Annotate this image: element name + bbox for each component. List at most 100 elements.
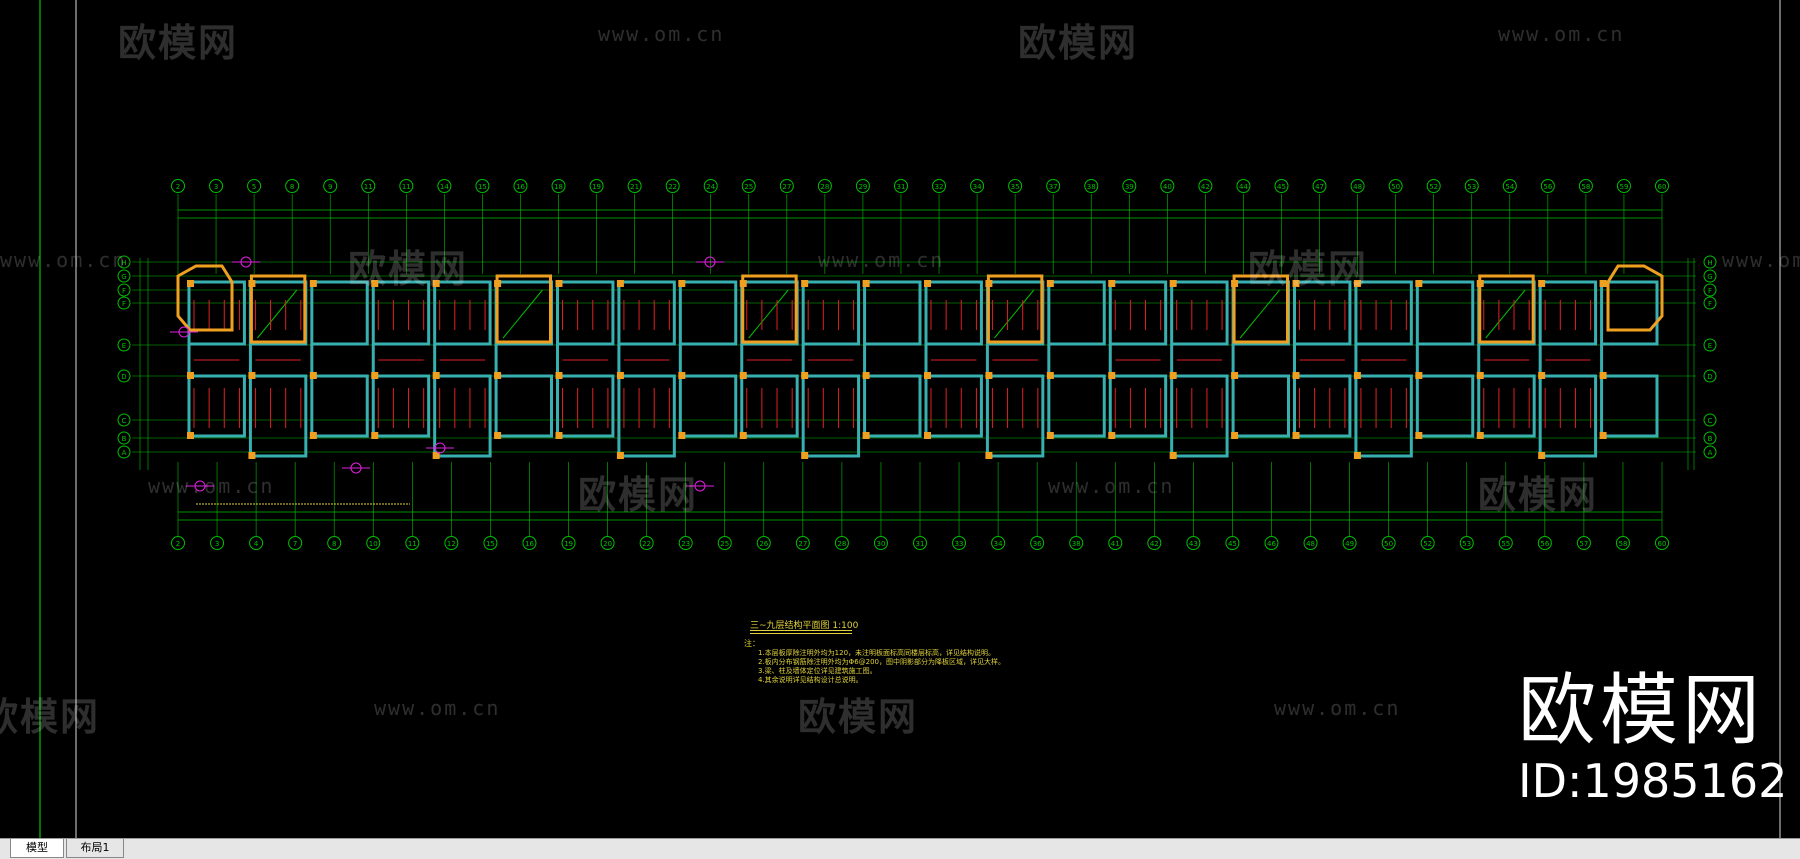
column [985, 372, 993, 379]
axis-label: 34 [973, 183, 982, 191]
tab-layout1[interactable]: 布局1 [66, 839, 124, 858]
column [1353, 280, 1361, 287]
axis-bubble [703, 179, 718, 193]
axis-bubble [1381, 536, 1396, 550]
axis-bubble [1225, 536, 1240, 550]
column [1046, 372, 1054, 379]
axis-label: 30 [876, 540, 885, 548]
stair-line [257, 289, 298, 339]
axis-bubble [483, 536, 498, 550]
axis-bubble [913, 536, 927, 550]
axis-bubble [1264, 536, 1279, 550]
wall-outline [1538, 374, 1598, 458]
wall-outline [1108, 374, 1168, 438]
axis-bubble [1198, 179, 1213, 193]
shear-wall [495, 274, 553, 344]
column [187, 372, 194, 379]
column [924, 432, 931, 439]
end-bay-outline [1606, 264, 1664, 332]
axis-label: 35 [1011, 183, 1020, 191]
axis-bubble [1459, 536, 1474, 550]
axis-label: D [1707, 373, 1712, 381]
axis-label: 5 [252, 183, 256, 191]
wall-outline [1354, 280, 1413, 346]
axis-label: 20 [603, 540, 612, 548]
end-bay-outline [176, 264, 234, 332]
axis-bubble [210, 536, 225, 550]
axis-bubble [1069, 536, 1084, 550]
axis-bubble [1274, 179, 1289, 193]
axis-bubble [437, 179, 452, 193]
axis-bubble [285, 179, 300, 193]
note-line: 3.梁、柱及墙体定位详见建筑施工图。 [758, 667, 877, 675]
axis-label: 52 [1429, 183, 1438, 191]
axis-label: 16 [516, 183, 525, 191]
column [432, 280, 440, 287]
axis-bubble [171, 536, 185, 550]
axis-bubble [171, 179, 185, 193]
axis-label: 33 [955, 540, 964, 548]
wall-outline [556, 374, 615, 438]
wall-outline [1600, 280, 1659, 346]
column [739, 372, 747, 379]
axis-bubble [117, 369, 131, 383]
axis-label: 57 [1579, 540, 1588, 548]
column [924, 372, 931, 379]
wall-outline [187, 280, 246, 346]
axis-bubble [1655, 179, 1669, 193]
column [862, 372, 870, 379]
axis-bubble [117, 413, 131, 427]
plan-title-underline [750, 633, 852, 634]
column [801, 372, 809, 379]
axis-label: 58 [1581, 183, 1590, 191]
wall-outline [187, 374, 246, 438]
shear-wall [1232, 274, 1290, 344]
axis-label: 39 [1125, 183, 1134, 191]
column [187, 280, 194, 287]
wall-outline [1415, 280, 1475, 346]
axis-bubble [1312, 179, 1327, 193]
axis-label: 36 [1033, 540, 1042, 548]
axis-label: 45 [1228, 540, 1237, 548]
axis-bubble [1108, 536, 1123, 550]
axis-label: 48 [1306, 540, 1315, 548]
axis-bubble [117, 431, 131, 445]
axis-bubble [399, 179, 414, 193]
column [1353, 452, 1361, 459]
column [1231, 372, 1239, 379]
column [494, 372, 502, 379]
axis-bubble [795, 536, 810, 550]
axis-bubble [1030, 536, 1045, 550]
axis-label: 18 [554, 183, 563, 191]
column [309, 372, 317, 379]
axis-label: D [121, 373, 126, 381]
axis-label: 26 [759, 540, 768, 548]
axis-bubble [639, 536, 654, 550]
axis-bubble [209, 179, 224, 193]
wall-outline [801, 280, 861, 346]
tab-model[interactable]: 模型 [10, 839, 64, 858]
wall-outline [1047, 374, 1106, 438]
axis-label: 37 [1049, 183, 1058, 191]
axis-label: C [1708, 417, 1713, 425]
axis-label: F [1708, 300, 1712, 308]
wall-outline [494, 374, 554, 438]
wall-outline [433, 280, 492, 346]
column [1108, 372, 1116, 379]
plan-title-underline [750, 630, 852, 631]
axis-label: 15 [478, 183, 487, 191]
axis-label: B [122, 435, 127, 443]
note-line: 2.板内分布钢筋除注明外均为Φ6@200，图中阴影部分为降板区域，详见大样。 [758, 658, 1006, 666]
column [1231, 432, 1239, 439]
axis-bubble [1147, 536, 1162, 550]
axis-label: 41 [1111, 540, 1120, 548]
axis-label: 56 [1543, 183, 1552, 191]
wall-outline [310, 280, 369, 346]
axis-label: 15 [486, 540, 495, 548]
axis-label: 24 [706, 183, 715, 191]
axis-bubble [117, 296, 131, 310]
axis-label: 40 [1163, 183, 1172, 191]
